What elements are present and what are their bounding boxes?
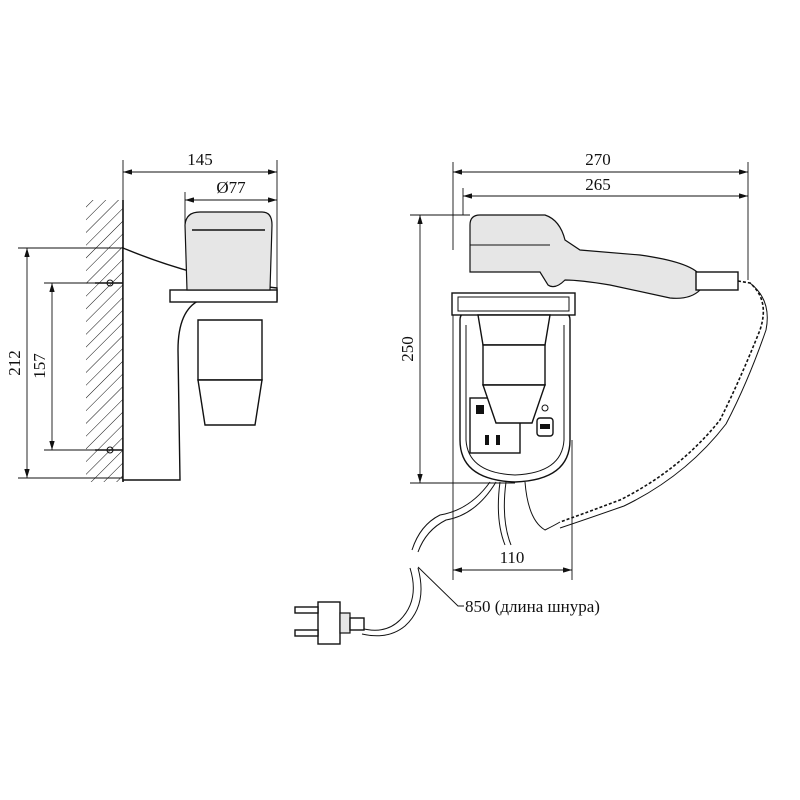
holder-bar-inner — [457, 296, 570, 312]
base-unit-inner — [465, 325, 565, 476]
dim-diameter-label: Ø77 — [216, 178, 246, 197]
coiled-cord — [559, 280, 765, 523]
dryer-handle — [469, 214, 701, 299]
plug — [294, 601, 365, 645]
dryer-nozzle-front — [482, 384, 546, 424]
dryer-head — [184, 211, 273, 291]
dryer-nozzle — [197, 379, 263, 426]
front-view: 270 265 250 110 850 (длина шнура) — [294, 150, 768, 645]
socket-pin — [496, 435, 500, 445]
socket-indicator — [476, 405, 484, 414]
dim-depth-label: 145 — [187, 150, 213, 169]
dim-height-label: 212 — [5, 350, 24, 376]
cable-center — [497, 481, 512, 546]
power-cable-lower — [359, 567, 422, 637]
dim-total-width-label: 270 — [585, 150, 611, 169]
holder-plate — [169, 289, 278, 303]
wall-hatching — [86, 200, 123, 482]
dryer-body — [197, 319, 263, 381]
cord-leader-line — [417, 566, 464, 607]
cord-length-label: 850 (длина шнура) — [465, 597, 600, 616]
screw-bottom — [95, 446, 123, 454]
power-switch[interactable] — [536, 404, 554, 437]
cord-sleeve — [695, 271, 739, 291]
socket-pin — [485, 435, 489, 445]
screw-top — [95, 279, 123, 287]
dryer-body-front — [482, 344, 546, 386]
dim-mount-spacing-label: 157 — [30, 353, 49, 379]
cable-right — [524, 481, 561, 531]
dim-height-front-label: 250 — [398, 336, 417, 362]
side-view: 145 Ø77 212 157 — [5, 150, 278, 482]
holder-bar — [451, 292, 576, 316]
coiled-cord-edge — [559, 282, 768, 529]
dim-dryer-length-label: 265 — [585, 175, 611, 194]
dim-base-width-label: 110 — [500, 548, 525, 567]
dryer-neck — [477, 314, 551, 346]
power-cable — [411, 481, 497, 553]
